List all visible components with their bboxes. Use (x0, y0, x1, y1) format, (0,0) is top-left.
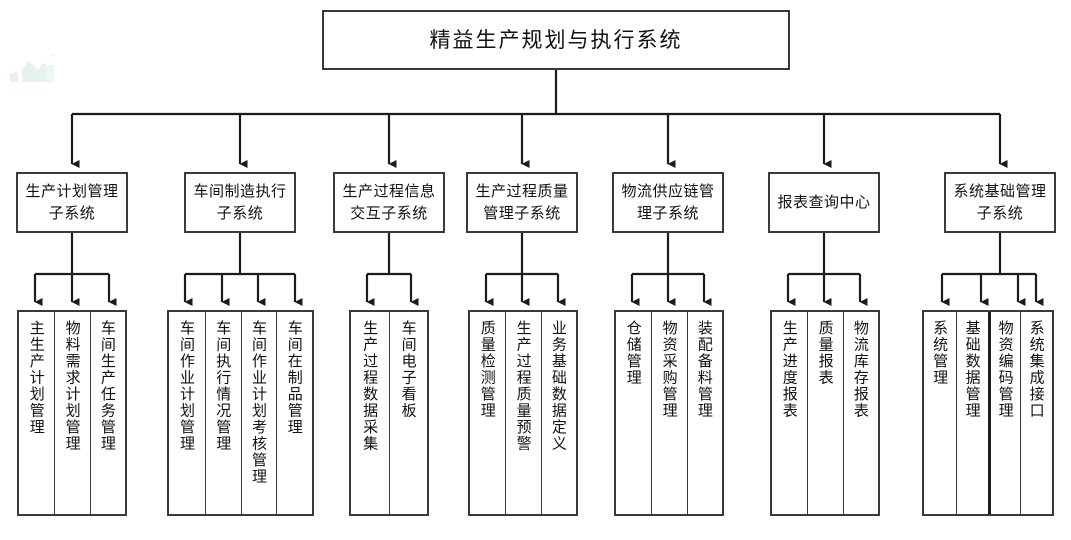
leaf-label: 物流库存报表 (851, 320, 870, 419)
leaf-workshop-electronic-kanban[interactable]: 车间电子看板 (389, 312, 427, 514)
leaf-process-data-collection[interactable]: 生产过程数据采集 (351, 312, 389, 514)
leaf-group-report-query-center: 生产进度报表 质量报表 物流库存报表 (770, 310, 880, 516)
subsystem-label-line2: 子系统 (216, 203, 264, 222)
subsystem-process-information-interaction[interactable]: 生产过程信息 交互子系统 (333, 172, 445, 233)
subsystem-label-line2: 管理子系统 (483, 203, 561, 222)
leaf-label: 物资编码管理 (996, 320, 1015, 419)
leaf-label: 车间作业计划考核管理 (249, 320, 268, 485)
leaf-system-management[interactable]: 系统管理 (924, 312, 956, 514)
root-node-label: 精益生产规划与执行系统 (429, 27, 683, 52)
leaf-group-process-information-interaction: 生产过程数据采集 车间电子看板 (349, 310, 429, 516)
leaf-system-integration-interface[interactable]: 系统集成接口 (1020, 312, 1052, 514)
leaf-label: 装配备料管理 (695, 320, 714, 419)
root-node-lean-production-system[interactable]: 精益生产规划与执行系统 (322, 10, 790, 70)
leaf-label: 车间在制品管理 (285, 320, 304, 436)
leaf-label: 质量报表 (816, 320, 835, 386)
leaf-material-coding-management[interactable]: 物资编码管理 (988, 312, 1020, 514)
leaf-label: 生产进度报表 (780, 320, 799, 419)
leaf-label: 基础数据管理 (963, 320, 982, 419)
leaf-group-production-planning: 主生产计划管理 物料需求计划管理 车间生产任务管理 (17, 310, 127, 516)
leaf-label: 业务基础数据定义 (549, 320, 568, 452)
subsystem-logistics-supply-chain[interactable]: 物流供应链管 理子系统 (612, 172, 724, 233)
watermark-decoration (10, 53, 56, 82)
leaf-label: 车间电子看板 (399, 320, 418, 419)
leaf-label: 系统管理 (931, 320, 950, 386)
leaf-label: 生产过程质量预警 (514, 320, 533, 452)
leaf-quality-inspection[interactable]: 质量检测管理 (470, 312, 505, 514)
subsystem-label-line1: 生产过程质量 (475, 181, 569, 200)
leaf-label: 车间作业计划管理 (177, 320, 196, 452)
subsystem-label-line2: 子系统 (48, 203, 96, 222)
leaf-label: 车间生产任务管理 (98, 320, 117, 452)
subsystem-production-planning[interactable]: 生产计划管理 子系统 (16, 172, 128, 233)
leaf-logistics-inventory-report[interactable]: 物流库存报表 (842, 312, 878, 514)
leaf-material-requirement-plan[interactable]: 物料需求计划管理 (54, 312, 89, 514)
subsystem-label-line2: 理子系统 (636, 203, 699, 222)
leaf-label: 车间执行情况管理 (214, 320, 233, 452)
subsystem-label-line1: 系统基础管理 (953, 181, 1047, 200)
leaf-workshop-plan-assessment[interactable]: 车间作业计划考核管理 (240, 312, 277, 514)
subsystem-label-line1: 生产过程信息 (342, 181, 436, 200)
subsystem-label-line1: 物流供应链管 (621, 181, 715, 200)
leaf-business-base-data-definition[interactable]: 业务基础数据定义 (540, 312, 576, 514)
leaf-group-system-basic-management: 系统管理 基础数据管理 物资编码管理 系统集成接口 (922, 310, 1054, 516)
leaf-label: 仓储管理 (624, 320, 643, 386)
subsystem-label-line1: 报表查询中心 (777, 192, 871, 211)
leaf-main-production-plan[interactable]: 主生产计划管理 (19, 312, 54, 514)
subsystem-label-line2: 交互子系统 (350, 203, 428, 222)
leaf-production-progress-report[interactable]: 生产进度报表 (772, 312, 807, 514)
leaf-process-quality-alert[interactable]: 生产过程质量预警 (505, 312, 540, 514)
leaf-material-procurement[interactable]: 物资采购管理 (651, 312, 686, 514)
subsystem-report-query-center[interactable]: 报表查询中心 (768, 172, 880, 233)
leaf-group-process-quality-management: 质量检测管理 生产过程质量预警 业务基础数据定义 (468, 310, 578, 516)
leaf-group-workshop-manufacturing-execution: 车间作业计划管理 车间执行情况管理 车间作业计划考核管理 车间在制品管理 (167, 310, 314, 516)
leaf-label: 系统集成接口 (1027, 320, 1046, 419)
leaf-assembly-material-preparation[interactable]: 装配备料管理 (686, 312, 722, 514)
leaf-workshop-execution-status[interactable]: 车间执行情况管理 (204, 312, 241, 514)
subsystem-label-line1: 车间制造执行 (193, 181, 287, 200)
leaf-workshop-production-task[interactable]: 车间生产任务管理 (89, 312, 125, 514)
subsystem-label-line2: 子系统 (976, 203, 1024, 222)
leaf-warehouse-management[interactable]: 仓储管理 (616, 312, 651, 514)
leaf-label: 生产过程数据采集 (361, 320, 380, 452)
leaf-workshop-wip-management[interactable]: 车间在制品管理 (276, 312, 312, 514)
leaf-quality-report[interactable]: 质量报表 (807, 312, 842, 514)
subsystem-process-quality-management[interactable]: 生产过程质量 管理子系统 (466, 172, 578, 233)
leaf-label: 质量检测管理 (478, 320, 497, 419)
leaf-workshop-operation-plan[interactable]: 车间作业计划管理 (169, 312, 205, 514)
leaf-group-logistics-supply-chain: 仓储管理 物资采购管理 装配备料管理 (614, 310, 724, 516)
subsystem-label-line1: 生产计划管理 (25, 181, 119, 200)
leaf-label: 物料需求计划管理 (63, 320, 82, 452)
leaf-label: 主生产计划管理 (27, 320, 46, 436)
subsystem-system-basic-management[interactable]: 系统基础管理 子系统 (944, 172, 1056, 233)
leaf-label: 物资采购管理 (660, 320, 679, 419)
subsystem-workshop-manufacturing-execution[interactable]: 车间制造执行 子系统 (184, 172, 296, 233)
leaf-base-data-management[interactable]: 基础数据管理 (956, 312, 988, 514)
